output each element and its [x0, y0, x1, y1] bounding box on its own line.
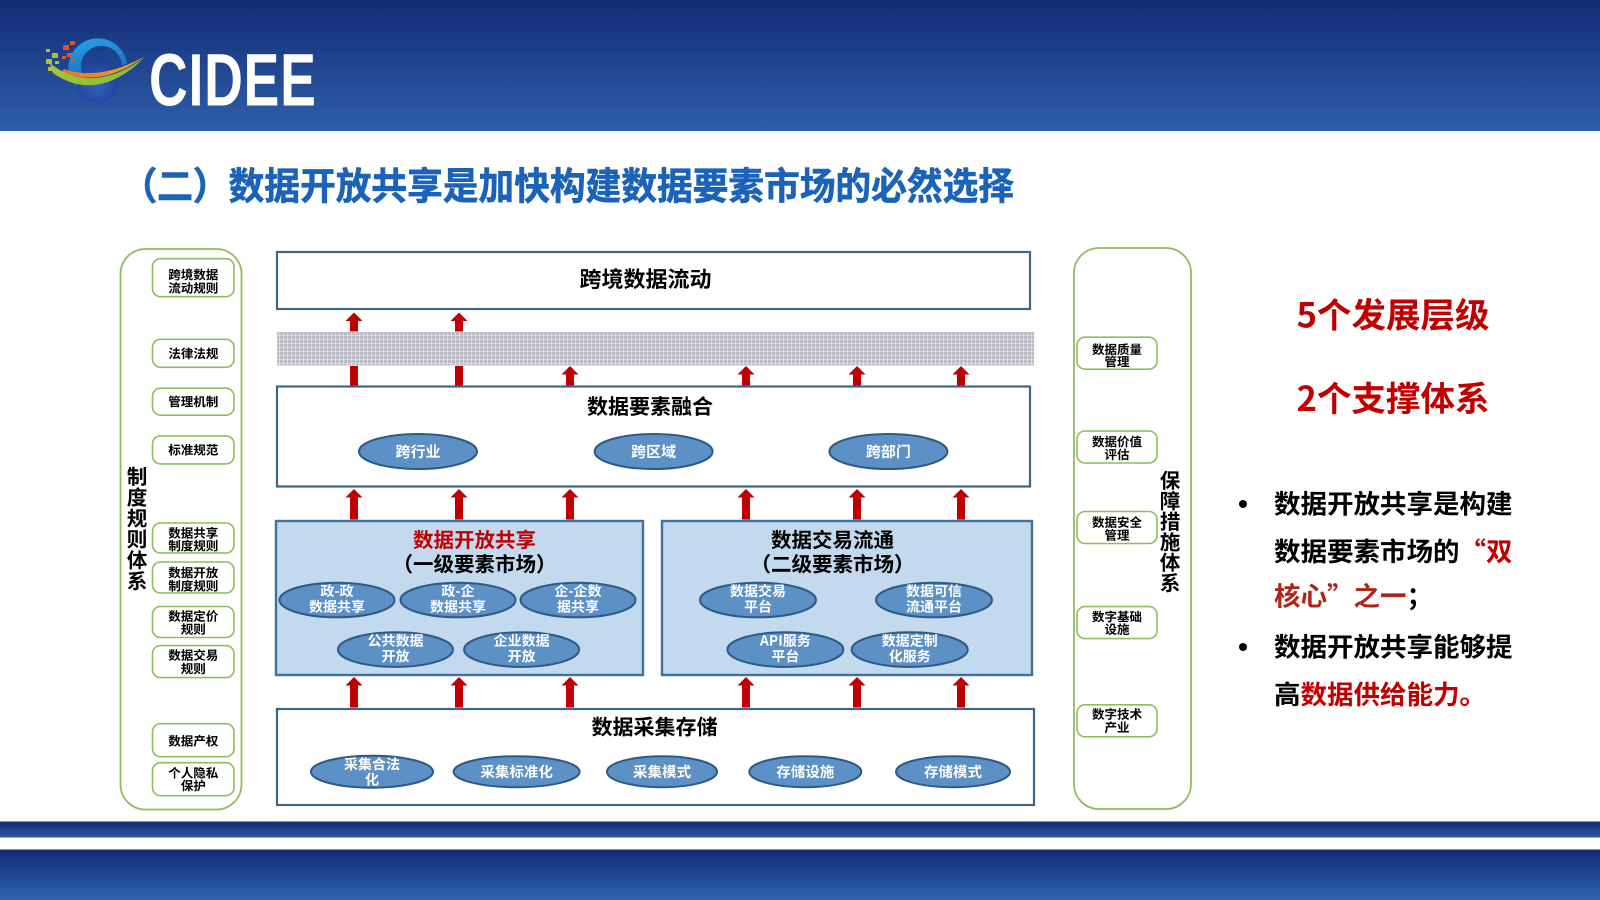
- svg-text:CIDEE: CIDEE: [149, 38, 317, 122]
